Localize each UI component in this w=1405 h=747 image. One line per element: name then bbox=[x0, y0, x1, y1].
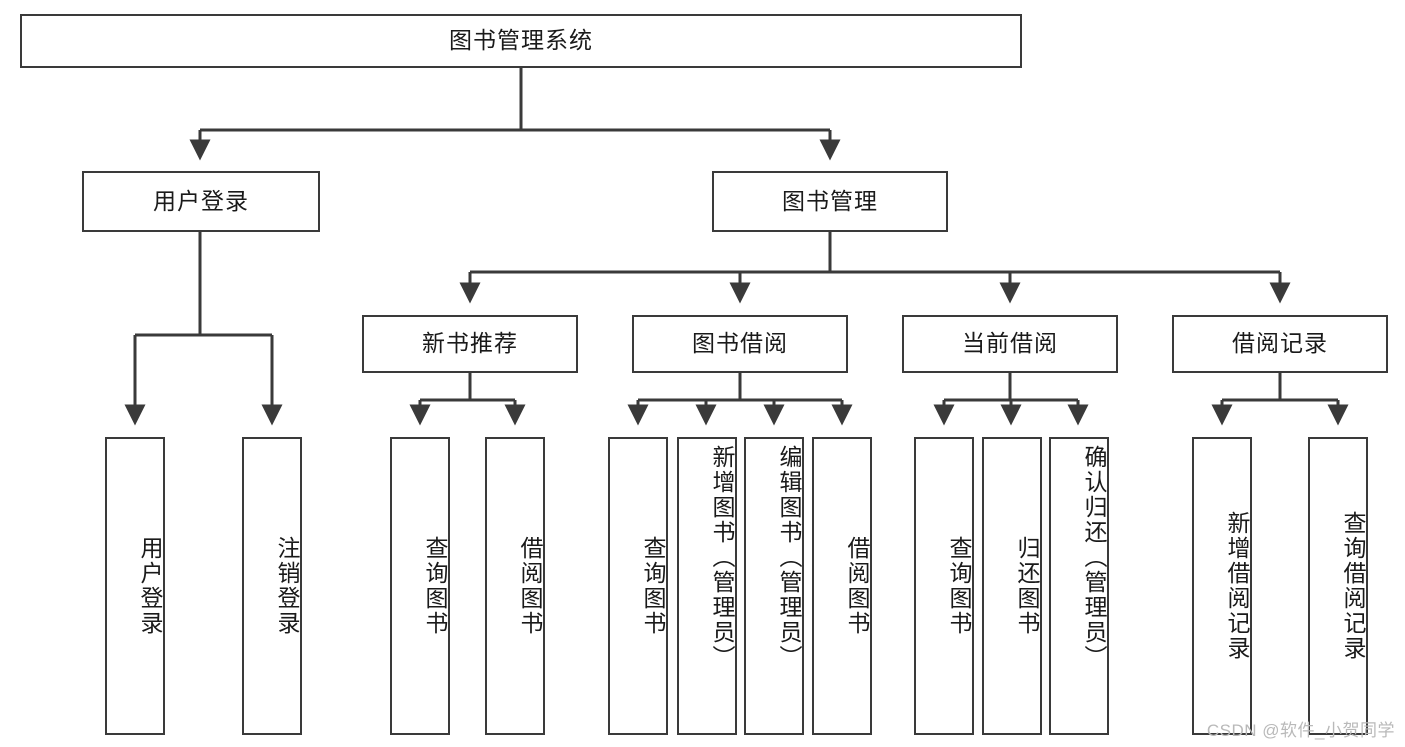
node-label: 查询图书 bbox=[640, 536, 666, 636]
node-borrow-record[interactable]: 借阅记录 bbox=[1172, 315, 1388, 373]
node-label: 当前借阅 bbox=[962, 330, 1058, 357]
leaf-edit-book[interactable]: 编辑图书（管理员） bbox=[744, 437, 804, 735]
leaf-borrow-book-new-recommend[interactable]: 借阅图书 bbox=[485, 437, 545, 735]
node-label: 用户登录 bbox=[137, 536, 163, 636]
node-book-borrow[interactable]: 图书借阅 bbox=[632, 315, 848, 373]
node-new-book-recommend[interactable]: 新书推荐 bbox=[362, 315, 578, 373]
node-label: 借阅图书 bbox=[844, 536, 870, 636]
node-label: 图书管理系统 bbox=[449, 27, 593, 54]
node-label: 查询借阅记录 bbox=[1340, 511, 1366, 661]
node-label: 图书管理 bbox=[782, 187, 878, 214]
node-current-borrow[interactable]: 当前借阅 bbox=[902, 315, 1118, 373]
node-label: 归还图书 bbox=[1014, 536, 1040, 636]
leaf-logout-login[interactable]: 注销登录 bbox=[242, 437, 302, 735]
node-label: 新增借阅记录 bbox=[1224, 511, 1250, 661]
leaf-query-book-new-recommend[interactable]: 查询图书 bbox=[390, 437, 450, 735]
csdn-watermark: CSDN @软件_小贺同学 bbox=[1206, 721, 1395, 740]
node-book-management[interactable]: 图书管理 bbox=[712, 171, 948, 232]
leaf-add-book[interactable]: 新增图书（管理员） bbox=[677, 437, 737, 735]
leaf-query-book-borrow[interactable]: 查询图书 bbox=[608, 437, 668, 735]
node-label: 查询图书 bbox=[422, 536, 448, 636]
node-label: 借阅图书 bbox=[517, 536, 543, 636]
leaf-add-borrow-record[interactable]: 新增借阅记录 bbox=[1192, 437, 1252, 735]
leaf-user-login[interactable]: 用户登录 bbox=[105, 437, 165, 735]
node-label: 图书借阅 bbox=[692, 330, 788, 357]
node-label: 新书推荐 bbox=[422, 330, 518, 357]
node-label: 确认归还（管理员） bbox=[1081, 445, 1107, 670]
node-label: 借阅记录 bbox=[1232, 330, 1328, 357]
leaf-query-book-current[interactable]: 查询图书 bbox=[914, 437, 974, 735]
node-user-login[interactable]: 用户登录 bbox=[82, 171, 320, 232]
leaf-borrow-book-borrow[interactable]: 借阅图书 bbox=[812, 437, 872, 735]
node-label: 编辑图书（管理员） bbox=[776, 445, 802, 670]
node-book-management-system[interactable]: 图书管理系统 bbox=[20, 14, 1022, 68]
leaf-confirm-return[interactable]: 确认归还（管理员） bbox=[1049, 437, 1109, 735]
leaf-query-borrow-record[interactable]: 查询借阅记录 bbox=[1308, 437, 1368, 735]
leaf-return-book[interactable]: 归还图书 bbox=[982, 437, 1042, 735]
node-label: 新增图书（管理员） bbox=[709, 445, 735, 670]
node-label: 用户登录 bbox=[153, 187, 249, 214]
node-label: 查询图书 bbox=[946, 536, 972, 636]
node-label: 注销登录 bbox=[274, 536, 300, 636]
